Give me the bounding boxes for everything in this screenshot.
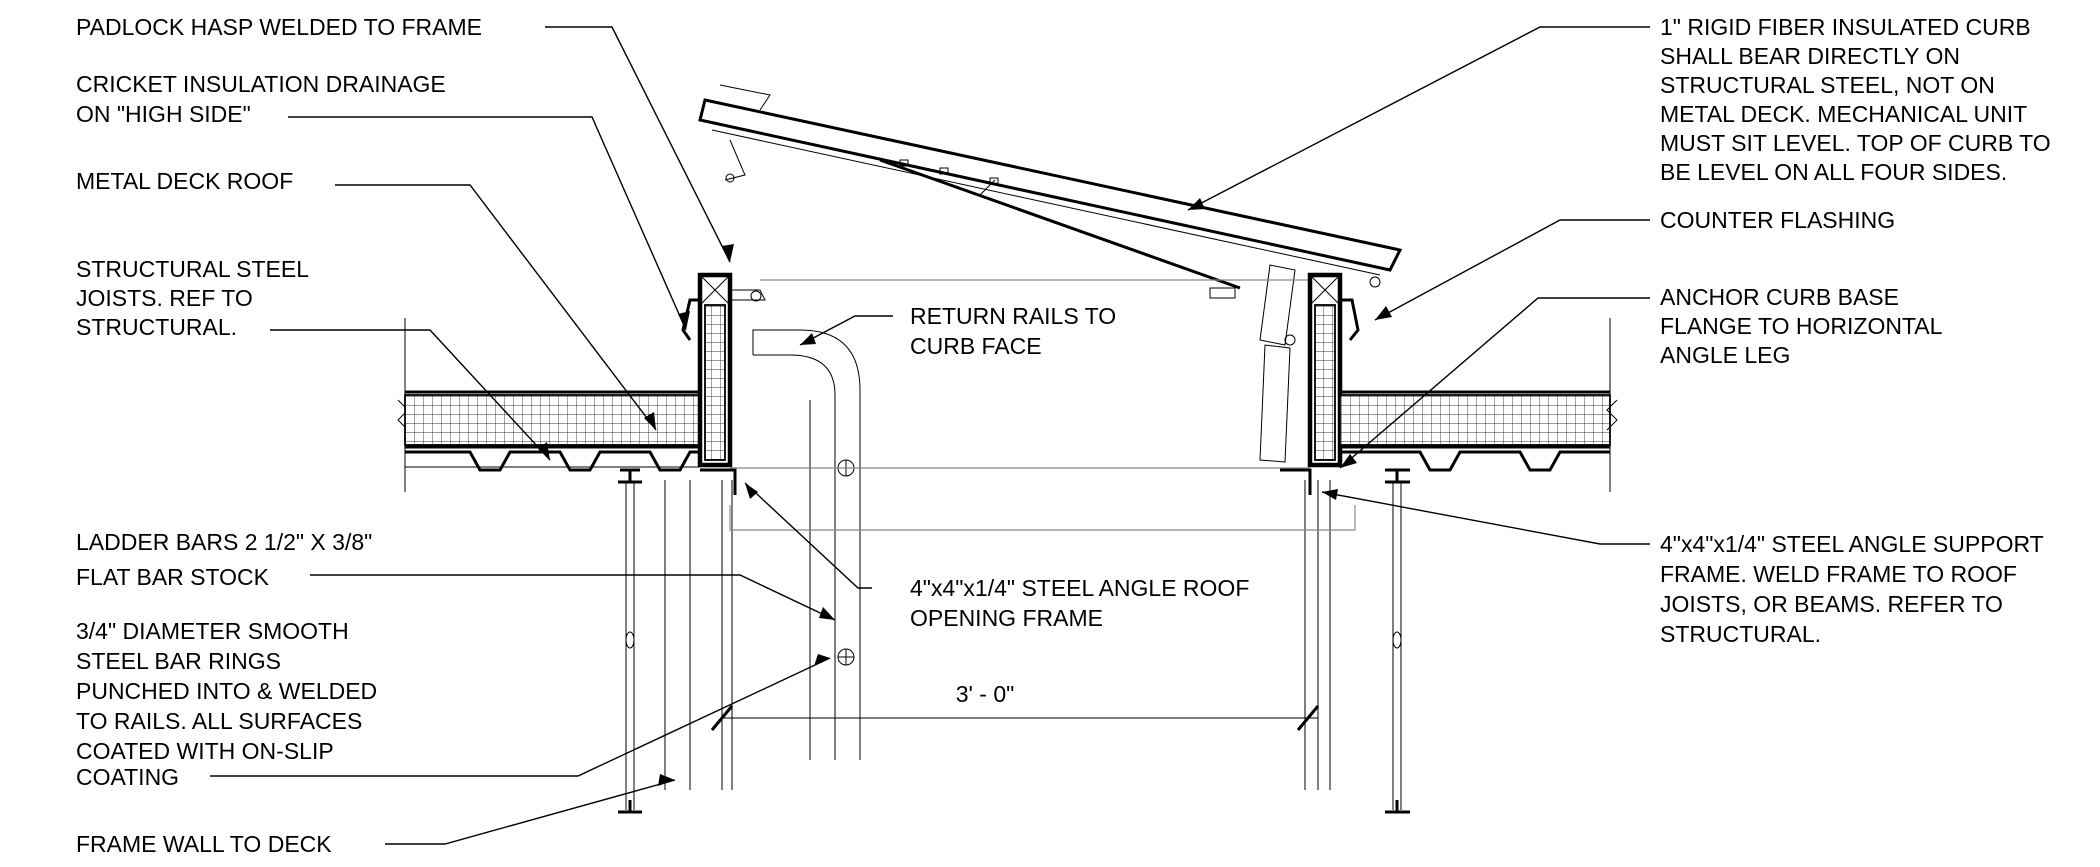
opening-dimension: 3' - 0" [710, 681, 1320, 731]
callout-roof-opening-frame: 4"x4"x1/4" STEEL ANGLE ROOF OPENING FRAM… [910, 575, 1249, 631]
svg-text:LADDER BARS 2 1/2" X 3/8": LADDER BARS 2 1/2" X 3/8" [76, 529, 372, 555]
svg-text:STEEL BAR RINGS: STEEL BAR RINGS [76, 648, 281, 674]
svg-text:ANCHOR CURB BASE: ANCHOR CURB BASE [1660, 284, 1899, 310]
leader-arrowheads [538, 198, 1392, 786]
right-roof-assembly [1280, 272, 1618, 814]
callout-steel-joists: STRUCTURAL STEEL JOISTS. REF TO STRUCTUR… [76, 256, 309, 340]
svg-text:STRUCTURAL.: STRUCTURAL. [76, 314, 237, 340]
callout-support-frame: 4"x4"x1/4" STEEL ANGLE SUPPORT FRAME. WE… [1660, 531, 2044, 647]
callout-padlock-hasp: PADLOCK HASP WELDED TO FRAME [76, 14, 482, 40]
svg-text:CURB FACE: CURB FACE [910, 333, 1042, 359]
svg-text:COATING: COATING [76, 764, 179, 790]
svg-text:JOISTS. REF TO: JOISTS. REF TO [76, 285, 253, 311]
svg-text:ON "HIGH SIDE": ON "HIGH SIDE" [76, 101, 251, 127]
svg-text:ANGLE LEG: ANGLE LEG [1660, 342, 1790, 368]
svg-text:MUST SIT LEVEL. TOP OF CURB TO: MUST SIT LEVEL. TOP OF CURB TO [1660, 130, 2051, 156]
svg-text:PUNCHED INTO & WELDED: PUNCHED INTO & WELDED [76, 678, 377, 704]
svg-text:CRICKET INSULATION DRAINAGE: CRICKET INSULATION DRAINAGE [76, 71, 446, 97]
svg-text:FLANGE TO HORIZONTAL: FLANGE TO HORIZONTAL [1660, 313, 1943, 339]
svg-text:4"x4"x1/4" STEEL ANGLE SUPPORT: 4"x4"x1/4" STEEL ANGLE SUPPORT [1660, 531, 2044, 557]
svg-text:TO RAILS. ALL SURFACES: TO RAILS. ALL SURFACES [76, 708, 362, 734]
callout-cricket: CRICKET INSULATION DRAINAGE ON "HIGH SID… [76, 71, 446, 127]
right-curb [1307, 272, 1343, 468]
svg-text:1" RIGID FIBER INSULATED CURB: 1" RIGID FIBER INSULATED CURB [1660, 14, 2031, 40]
svg-text:STRUCTURAL STEEL, NOT ON: STRUCTURAL STEEL, NOT ON [1660, 72, 1995, 98]
callout-counter-flashing: COUNTER FLASHING [1660, 207, 1895, 233]
svg-text:FRAME. WELD FRAME TO ROOF: FRAME. WELD FRAME TO ROOF [1660, 561, 2017, 587]
callout-anchor-curb: ANCHOR CURB BASE FLANGE TO HORIZONTAL AN… [1660, 284, 1943, 368]
svg-text:FLAT BAR STOCK: FLAT BAR STOCK [76, 564, 270, 590]
left-roof-insulation [404, 394, 701, 446]
svg-text:METAL DECK ROOF: METAL DECK ROOF [76, 168, 293, 194]
leader-lines [210, 26, 1650, 845]
callout-metal-deck: METAL DECK ROOF [76, 168, 293, 194]
svg-text:COUNTER FLASHING: COUNTER FLASHING [1660, 207, 1895, 233]
svg-text:METAL DECK. MECHANICAL UNIT: METAL DECK. MECHANICAL UNIT [1660, 101, 2027, 127]
dimension-label: 3' - 0" [956, 681, 1015, 707]
svg-text:STRUCTURAL.: STRUCTURAL. [1660, 621, 1821, 647]
callout-rigid-curb: 1" RIGID FIBER INSULATED CURB SHALL BEAR… [1660, 14, 2051, 185]
callout-ladder-bars: LADDER BARS 2 1/2" X 3/8" FLAT BAR STOCK [76, 529, 372, 590]
svg-text:COATED WITH ON-SLIP: COATED WITH ON-SLIP [76, 738, 334, 764]
svg-text:JOISTS, OR BEAMS. REFER TO: JOISTS, OR BEAMS. REFER TO [1660, 591, 2003, 617]
left-curb [697, 272, 733, 468]
callout-return-rails: RETURN RAILS TO CURB FACE [910, 303, 1116, 359]
callout-frame-wall: FRAME WALL TO DECK [76, 831, 332, 857]
svg-text:PADLOCK HASP WELDED TO FRAME: PADLOCK HASP WELDED TO FRAME [76, 14, 482, 40]
svg-text:FRAME WALL TO DECK: FRAME WALL TO DECK [76, 831, 332, 857]
svg-text:BE LEVEL ON ALL FOUR SIDES.: BE LEVEL ON ALL FOUR SIDES. [1660, 159, 2007, 185]
svg-text:STRUCTURAL STEEL: STRUCTURAL STEEL [76, 256, 309, 282]
hatch-lid-open [698, 84, 1403, 463]
callout-bar-rings: 3/4" DIAMETER SMOOTH STEEL BAR RINGS PUN… [76, 618, 377, 790]
svg-text:4"x4"x1/4" STEEL ANGLE ROOF: 4"x4"x1/4" STEEL ANGLE ROOF [910, 575, 1249, 601]
svg-text:OPENING FRAME: OPENING FRAME [910, 605, 1103, 631]
ladder-rails [752, 329, 861, 760]
svg-text:RETURN RAILS TO: RETURN RAILS TO [910, 303, 1116, 329]
svg-text:3/4" DIAMETER SMOOTH: 3/4" DIAMETER SMOOTH [76, 618, 349, 644]
svg-text:SHALL BEAR DIRECTLY ON: SHALL BEAR DIRECTLY ON [1660, 43, 1960, 69]
